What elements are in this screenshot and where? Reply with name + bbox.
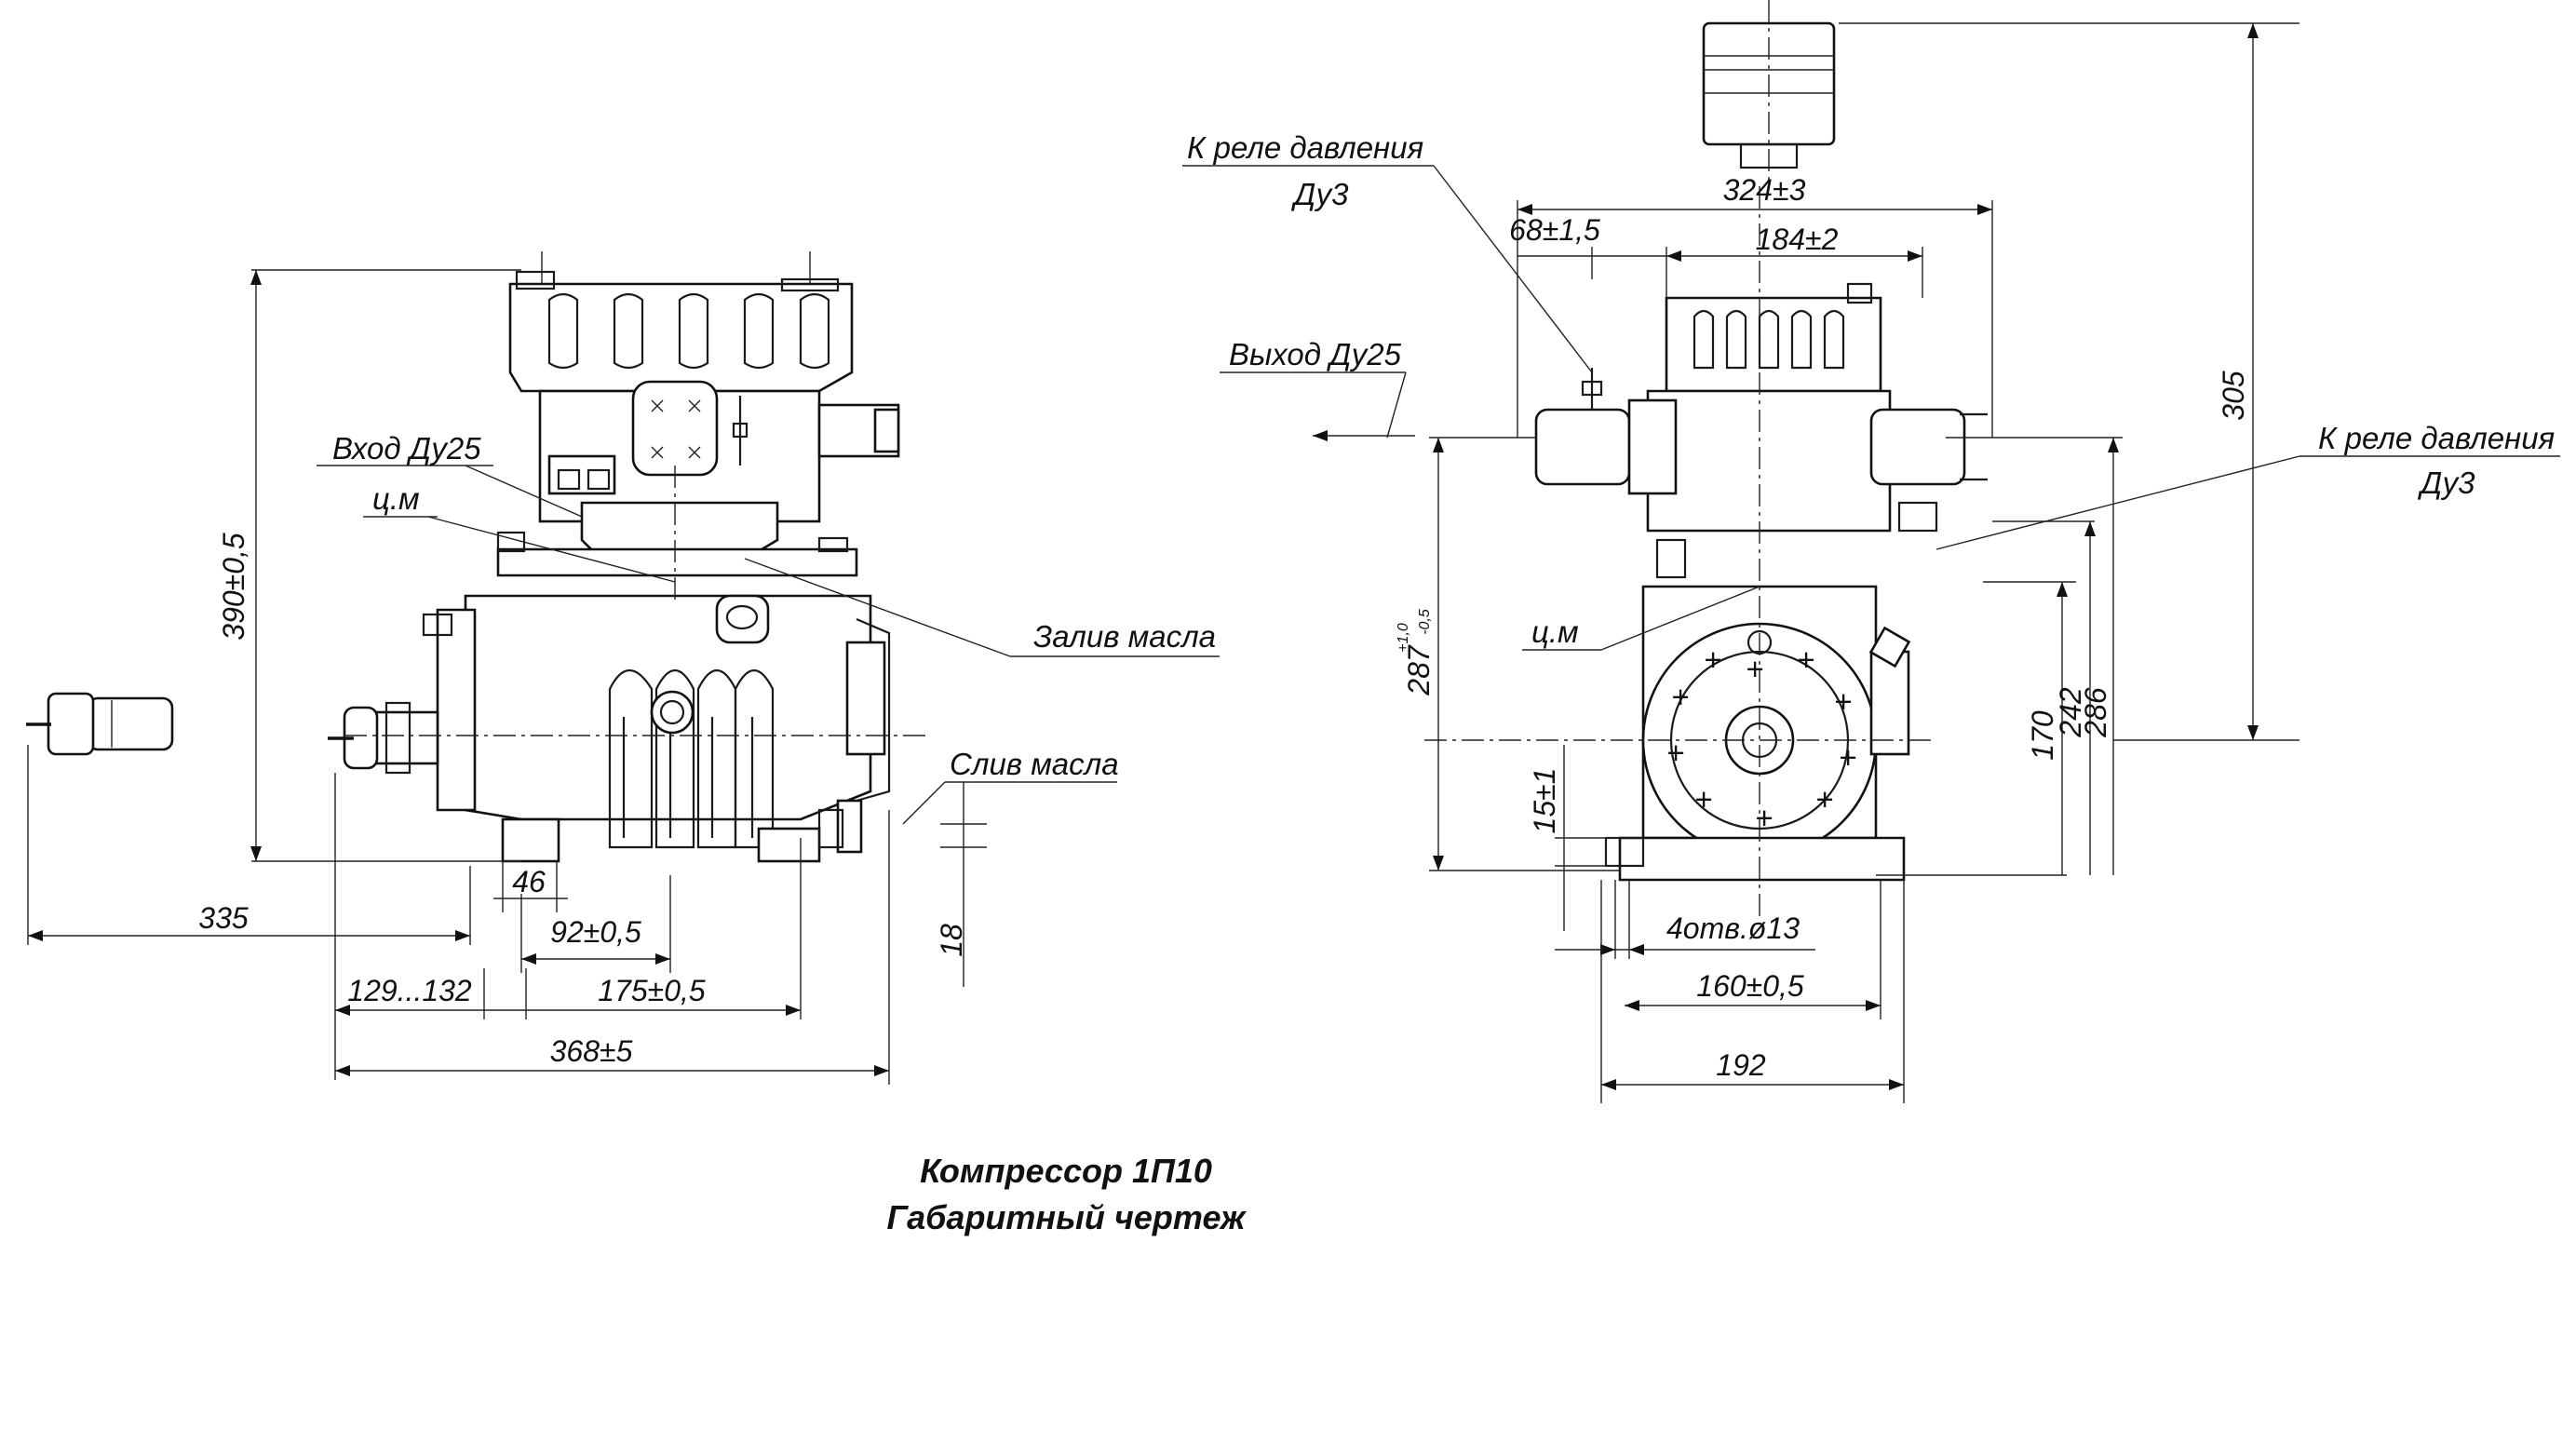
title-line-2: Габаритный чертеж [886, 1198, 1248, 1236]
crankcase [436, 594, 891, 863]
svg-text:+: + [1797, 642, 1814, 677]
svg-text:+: + [1746, 652, 1763, 686]
front-view: + + + + + + + + + + 324±3 [1182, 0, 2560, 1103]
svg-text:+: + [1694, 782, 1712, 817]
svg-text:+: + [1671, 680, 1689, 714]
label-outlet: Выход Ду25 [1229, 337, 1402, 371]
svg-text:+: + [1839, 740, 1856, 775]
dim-68: 68±1,5 [1509, 213, 1600, 247]
label-relay-right: К реле давления [2318, 421, 2555, 455]
dim-height-390: 390±0,5 [217, 533, 250, 641]
cylinder-head [508, 251, 854, 393]
label-oil-fill: Залив масла [1033, 619, 1216, 654]
title-line-1: Компрессор 1П10 [920, 1152, 1212, 1190]
dim-368: 368±5 [550, 1034, 633, 1068]
svg-text:+: + [1815, 782, 1833, 817]
dim-287-tol-lower: -0,5 [1417, 609, 1433, 635]
svg-text:+: + [1666, 736, 1684, 770]
label-cm-side: ц.м [372, 481, 420, 516]
dim-170: 170 [2026, 710, 2059, 761]
label-inlet: Вход Ду25 [332, 431, 481, 466]
dim-129-132: 129...132 [347, 974, 472, 1007]
label-relay-left-size: Ду3 [1290, 177, 1349, 211]
dim-175: 175±0,5 [598, 974, 706, 1007]
label-oil-drain: Слив масла [950, 747, 1119, 781]
coupling-part [26, 692, 174, 756]
label-cm-front: ц.м [1531, 614, 1579, 649]
motor-housing: + + + + + + + + + + [1641, 585, 1911, 858]
dim-286: 286 [2079, 687, 2112, 738]
dim-holes: 4отв.ø13 [1666, 911, 1800, 945]
dim-15: 15±1 [1528, 768, 1561, 834]
dim-92: 92±0,5 [550, 915, 641, 949]
valve-block [538, 380, 900, 523]
dim-287: 287 [1402, 644, 1436, 696]
svg-text:+: + [1704, 642, 1721, 677]
svg-text:+: + [1834, 684, 1852, 719]
dim-46: 46 [512, 865, 546, 898]
dim-287-tol-upper: +1,0 [1396, 623, 1411, 653]
dim-18: 18 [935, 924, 968, 957]
dim-192: 192 [1716, 1048, 1766, 1082]
dim-184: 184±2 [1756, 223, 1839, 256]
side-view: 390±0,5 335 46 92±0,5 18 129...132 [26, 251, 1220, 1085]
top-cap-part [1702, 0, 1836, 186]
shaft-end [328, 613, 453, 775]
svg-text:+: + [1755, 801, 1773, 835]
dim-160: 160±0,5 [1696, 969, 1804, 1003]
dim-324: 324±3 [1723, 173, 1806, 207]
motor-crosses: + + + + + + + + + + [1666, 642, 1856, 835]
dim-242: 242 [2054, 687, 2087, 738]
label-relay-left: К реле давления [1187, 130, 1423, 165]
label-relay-right-size: Ду3 [2417, 466, 2475, 500]
dim-305: 305 [2217, 371, 2250, 421]
dim-335: 335 [198, 901, 249, 935]
